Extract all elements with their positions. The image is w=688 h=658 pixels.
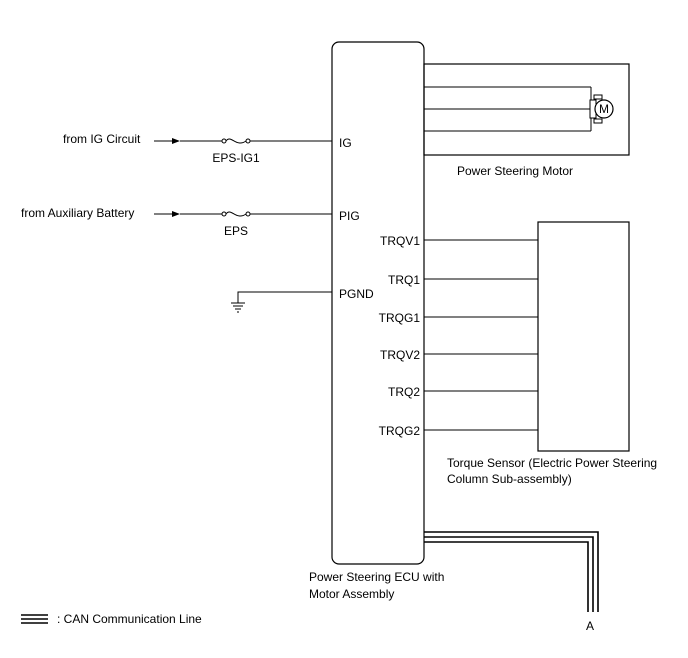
torque-sensor-label-line2: Column Sub-assembly) <box>447 472 572 486</box>
ig-arrow-head <box>172 138 180 144</box>
motor-symbol: M <box>599 102 609 116</box>
pin-label-trqg1: TRQG1 <box>379 311 421 325</box>
ecu-label-line1: Power Steering ECU with <box>309 570 444 584</box>
torque-sensor-wires <box>424 239 538 431</box>
fuse-icon <box>221 211 251 217</box>
torque-sensor-label-line1: Torque Sensor (Electric Power Steering <box>447 456 657 470</box>
connector-label: A <box>586 619 594 633</box>
battery-fuse-label: EPS <box>224 224 248 238</box>
pin-label-trqv1: TRQV1 <box>380 234 420 248</box>
pin-label-pgnd: PGND <box>339 287 374 301</box>
pig-arrow-head <box>172 211 180 217</box>
pin-label-trq2: TRQ2 <box>388 385 420 399</box>
pin-label-ig: IG <box>339 136 352 150</box>
can-communication-line <box>424 531 599 612</box>
pin-label-trqv2: TRQV2 <box>380 348 420 362</box>
motor-wires <box>424 86 592 132</box>
pin-label-trqg2: TRQG2 <box>379 424 421 438</box>
pin-label-pig: PIG <box>339 209 360 223</box>
pin-label-trq1: TRQ1 <box>388 273 420 287</box>
ig-fuse-label: EPS-IG1 <box>212 151 260 165</box>
legend-label: : CAN Communication Line <box>57 612 202 626</box>
motor-icon: M <box>589 94 614 124</box>
legend-can-line-icon <box>21 614 48 624</box>
ecu-box <box>331 41 425 565</box>
battery-source-label: from Auxiliary Battery <box>21 206 134 220</box>
ig-source-label: from IG Circuit <box>63 132 141 146</box>
ground-icon <box>231 302 245 313</box>
motor-label: Power Steering Motor <box>457 164 573 178</box>
pgnd-wire <box>237 291 332 303</box>
ecu-label-line2: Motor Assembly <box>309 587 394 601</box>
fuse-icon <box>221 138 251 144</box>
torque-sensor-box <box>537 221 630 452</box>
